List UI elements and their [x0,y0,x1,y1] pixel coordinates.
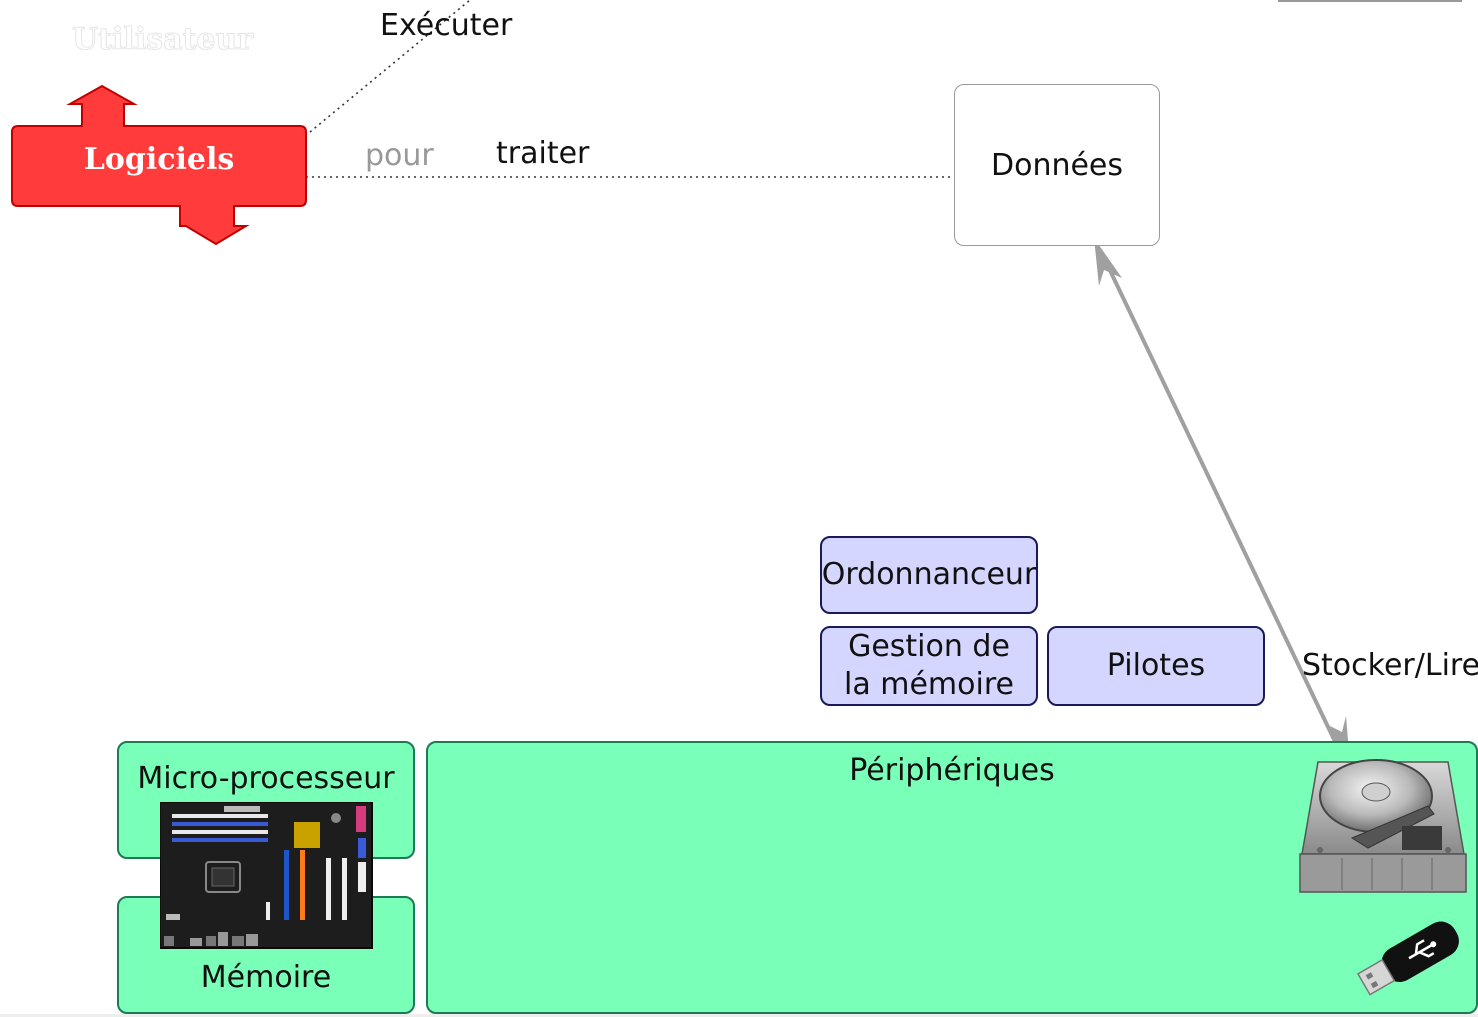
bottom-strip [0,1014,1478,1017]
utilisateur-label: Utilisateur [71,22,254,58]
logiciels-block[interactable]: Logiciels [10,82,308,248]
gestion-memoire-box[interactable]: Gestion de la mémoire [820,626,1038,706]
peripheriques-label: Périphériques [849,753,1055,788]
hard-disk-icon [1299,759,1467,893]
microprocesseur-label: Micro-processeur [137,761,395,796]
motherboard-image [160,802,373,949]
ordonnanceur-box[interactable]: Ordonnanceur [820,536,1038,614]
memoire-label: Mémoire [200,960,332,995]
stocker-lire-label: Stocker/Lire [1302,648,1478,683]
ordonnanceur-label: Ordonnanceur [821,557,1037,592]
donnees-box[interactable]: Données [954,84,1160,246]
pour-label: pour [365,138,434,173]
gestion-memoire-label-line2: la mémoire [844,667,1014,702]
pilotes-label: Pilotes [1106,648,1206,683]
executer-label: Exécuter [380,8,513,43]
gestion-memoire-label-line1: Gestion de [848,629,1010,664]
donnees-label: Données [990,147,1124,183]
usb-key-icon [1356,921,1459,996]
logiciels-shape [11,84,307,246]
logiciels-label: Logiciels [83,142,235,177]
traiter-label: traiter [496,136,590,171]
executer-dotted-line [309,0,471,133]
stocker-lire-arrow [1094,238,1350,764]
pilotes-box[interactable]: Pilotes [1047,626,1265,706]
